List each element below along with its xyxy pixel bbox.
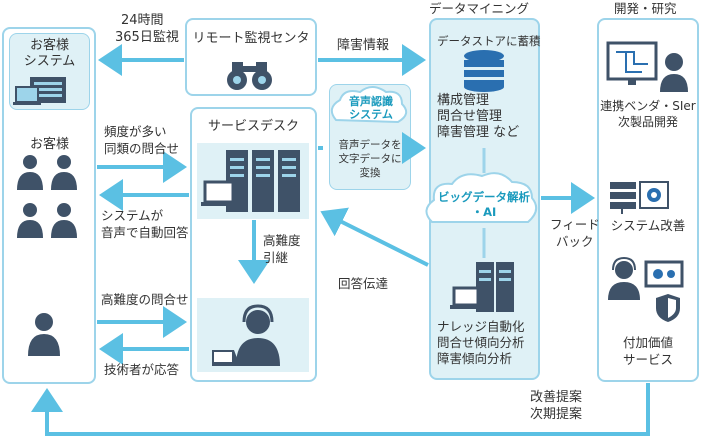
- knowledge-items: ナレッジ自動化 問合せ傾向分析 障害傾向分析: [437, 319, 525, 366]
- voice-recognition-title: 音声認識 システム: [349, 95, 393, 121]
- knowledge-server-icon: [450, 262, 514, 312]
- escalation-label: 高難度 引継: [263, 233, 301, 265]
- data-mining-header: データマイニング: [429, 1, 530, 16]
- arrow-answer-transfer: [320, 207, 429, 267]
- database-icon: [464, 50, 504, 92]
- voice-recognition-desc: 音声データを 文字データに 変換: [338, 139, 402, 179]
- dev-item-value-added: 付加価値 サービス: [622, 335, 673, 367]
- customers-label: お客様: [29, 137, 69, 152]
- customer-system-icon: [13, 77, 66, 105]
- frequent-inquiry-label: 頻度が多い 同類の問合せ: [104, 124, 180, 156]
- data-store-items: 構成管理 問合せ管理 障害管理 など: [437, 93, 520, 140]
- service-desk-server-icon: [197, 143, 309, 219]
- service-desk-title: サービスデスク: [207, 119, 299, 134]
- remote-center-title: リモート監視センタ: [192, 31, 310, 46]
- improvement-label: 改善提案 次期提案: [530, 390, 583, 422]
- vendor-developer-icon: [606, 41, 688, 92]
- voice-cloud-shape: [330, 86, 408, 124]
- value-added-service-icon: [608, 256, 684, 322]
- answer-transfer-label: 回答伝達: [338, 276, 389, 291]
- monitoring-label: 24時間 365日監視: [115, 13, 179, 45]
- customers-icon: [17, 155, 77, 238]
- auto-answer-label: システムが 音声で自動回答: [101, 208, 189, 240]
- operator-headset-icon: [197, 298, 309, 372]
- dev-research-header: 開発・研究: [614, 1, 677, 16]
- fault-info-label: 障害情報: [337, 38, 390, 53]
- ai-cloud-shape: [425, 172, 538, 223]
- difficult-inquiry-label: 高難度の問合せ: [101, 292, 189, 307]
- dev-item-system-improvement: システム改善: [610, 218, 686, 233]
- remote-monitoring-center: [185, 18, 317, 96]
- ai-cloud-title: ビッグデータ解析 ・AI: [438, 190, 530, 219]
- customer-system-title: お客様 システム: [23, 38, 76, 69]
- dev-item-vendor: 連携ベンダ・SIer 次製品開発: [600, 99, 696, 129]
- system-improvement-icon: [610, 181, 669, 214]
- single-customer-icon: [28, 313, 60, 356]
- engineer-answer-label: 技術者が応答: [104, 362, 180, 377]
- arrow-improvement: [31, 383, 650, 436]
- data-store-title: データストアに蓄積: [437, 34, 541, 48]
- feedback-label: フィード バック: [550, 217, 600, 249]
- binoculars-icon: [227, 62, 272, 90]
